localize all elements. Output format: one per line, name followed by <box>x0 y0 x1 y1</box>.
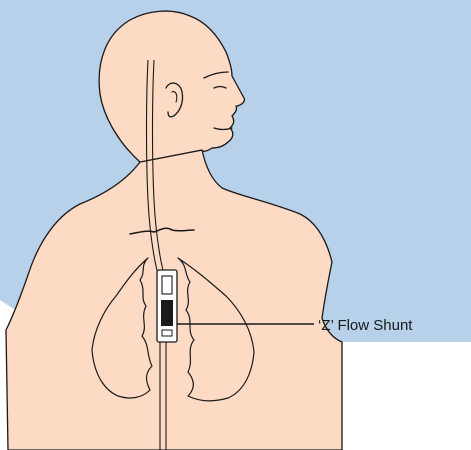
shunt-valve-top-chamber <box>162 276 172 294</box>
shunt-valve-dark-chamber <box>161 300 173 326</box>
shunt-valve-bottom-cap <box>162 330 172 336</box>
shunt-label: ‘Z’ Flow Shunt <box>318 317 413 334</box>
